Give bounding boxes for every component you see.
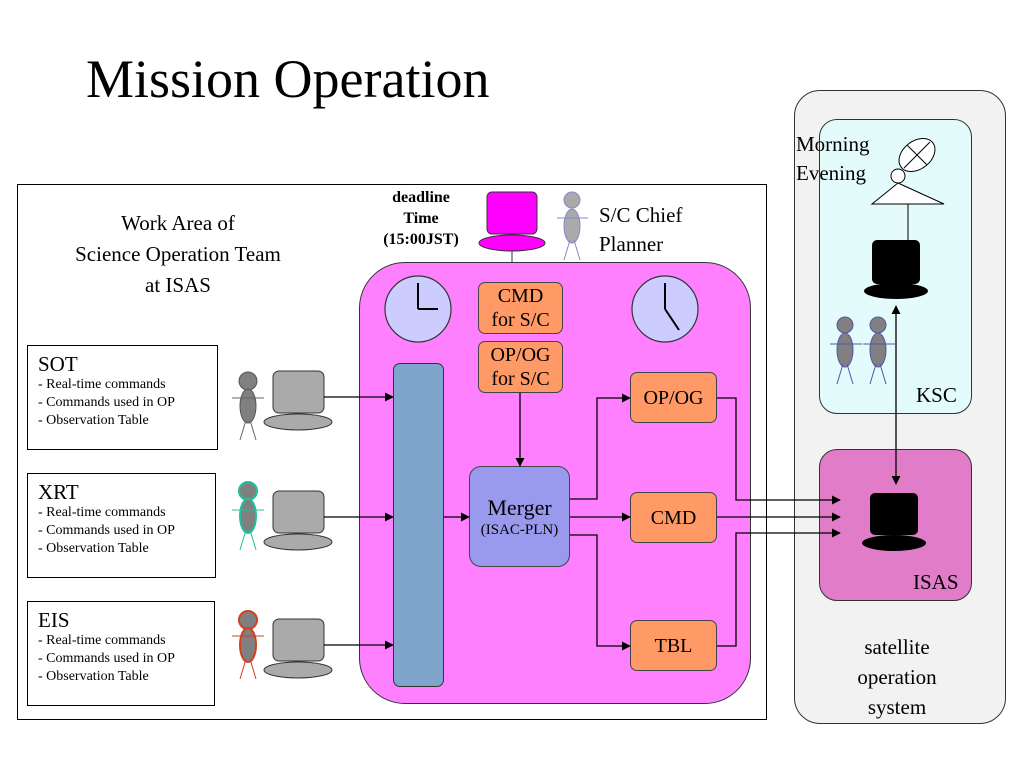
team-item: - Observation Table [38, 541, 149, 556]
computer-terminal-icon [263, 490, 333, 551]
ksc-operator-icon [863, 316, 895, 385]
work-area-frame [17, 184, 767, 720]
deadline-label: deadline Time (15:00JST) [383, 189, 459, 248]
cmd-for-sc-box: CMD for S/C [478, 282, 563, 334]
page-title: Mission Operation [86, 49, 490, 109]
ksc-pass-times: Morning Evening [796, 132, 870, 185]
work-area-label: Work Area of Science Operation Team at I… [75, 211, 281, 297]
team-item: - Real-time commands [38, 377, 166, 392]
satellite-dish-icon [870, 137, 945, 240]
ksc-operator-icon [830, 316, 862, 385]
team-item: - Observation Table [38, 413, 149, 428]
team-name: SOT [38, 352, 78, 376]
planner-person-icon [557, 191, 588, 261]
team-name: XRT [38, 480, 79, 504]
satellite-system-label: satellite operation system [857, 635, 937, 719]
ksc-label: KSC [916, 383, 957, 407]
command-collection-bar [393, 363, 444, 687]
clock-icon [631, 275, 699, 343]
merger-box: Merger (ISAC-PLN) [469, 466, 570, 567]
opog-to-isas-arrow [717, 397, 841, 505]
team-name: EIS [38, 608, 70, 632]
computer-terminal-icon [263, 618, 333, 679]
cmd-output-box: CMD [630, 492, 717, 543]
team-item: - Real-time commands [38, 505, 166, 520]
opog-output-box: OP/OG [630, 372, 717, 423]
team-item: - Commands used in OP [38, 523, 175, 538]
person-icon [232, 371, 264, 441]
opog-for-sc-box: OP/OG for S/C [478, 341, 563, 393]
clock-icon [384, 275, 452, 343]
team-item: - Observation Table [38, 669, 149, 684]
chief-planner-label: S/C Chief Planner [599, 203, 683, 256]
person-icon [232, 481, 264, 551]
merger-to-opog-arrow [570, 393, 631, 500]
isas-label: ISAS [913, 570, 959, 594]
team-item: - Real-time commands [38, 633, 166, 648]
computer-terminal-icon [263, 370, 333, 431]
team-box-sot: SOT - Real-time commands - Commands used… [27, 345, 218, 450]
team-item: - Commands used in OP [38, 651, 175, 666]
team-item: - Commands used in OP [38, 395, 175, 410]
ksc-terminal-icon [864, 240, 928, 299]
person-icon [232, 610, 264, 680]
team-box-xrt: XRT - Real-time commands - Commands used… [27, 473, 216, 578]
team-box-eis: EIS - Real-time commands - Commands used… [27, 601, 215, 706]
planner-terminal-icon [478, 191, 546, 252]
tbl-to-isas-arrow [717, 528, 841, 647]
isas-terminal-icon [862, 493, 926, 551]
tbl-output-box: TBL [630, 620, 717, 671]
merger-to-tbl-arrow [570, 534, 631, 651]
